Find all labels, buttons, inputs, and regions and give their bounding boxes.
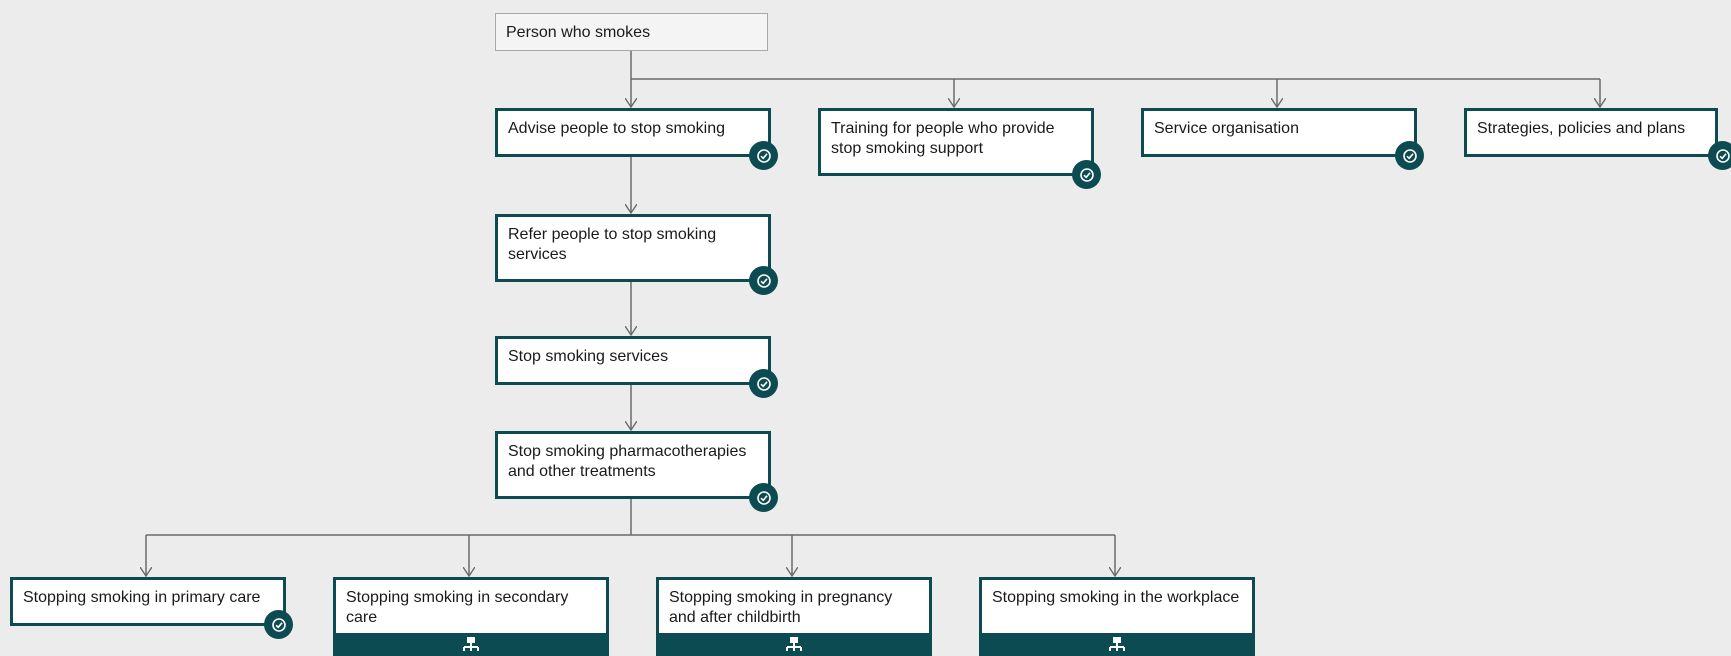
node-service-organisation[interactable]: Service organisation	[1141, 108, 1424, 170]
check-circle-icon	[749, 266, 778, 295]
expand-footer[interactable]	[333, 633, 609, 656]
node-training[interactable]: Training for people who provide stop smo…	[818, 108, 1101, 189]
node-pregnancy[interactable]: Stopping smoking in pregnancy and after …	[656, 577, 932, 656]
check-circle-icon	[1708, 141, 1731, 170]
check-circle-icon	[749, 369, 778, 398]
check-circle-icon	[749, 141, 778, 170]
node-secondary-care[interactable]: Stopping smoking in secondary care	[333, 577, 609, 656]
hierarchy-icon	[1106, 633, 1128, 656]
node-label: Stopping smoking in the workplace	[992, 589, 1240, 606]
node-label: Stopping smoking in pregnancy and after …	[669, 589, 893, 626]
check-circle-icon	[1072, 160, 1101, 189]
root-node[interactable]: Person who smokes	[495, 13, 768, 51]
node-refer-people[interactable]: Refer people to stop smoking services	[495, 214, 778, 295]
node-workplace[interactable]: Stopping smoking in the workplace	[979, 577, 1255, 656]
node-label: Stop smoking services	[508, 348, 669, 365]
node-stop-smoking-services[interactable]: Stop smoking services	[495, 336, 778, 398]
node-advise-people[interactable]: Advise people to stop smoking	[495, 108, 778, 170]
node-label: Strategies, policies and plans	[1477, 120, 1686, 137]
node-label: Service organisation	[1154, 120, 1299, 137]
node-label: Stop smoking pharmacotherapies and other…	[508, 443, 747, 480]
expand-footer[interactable]	[656, 633, 932, 656]
root-node-label: Person who smokes	[506, 24, 651, 41]
node-primary-care[interactable]: Stopping smoking in primary care	[10, 577, 293, 639]
hierarchy-icon	[460, 633, 482, 656]
check-circle-icon	[1395, 141, 1424, 170]
node-label: Training for people who provide stop smo…	[831, 120, 1055, 157]
node-label: Stopping smoking in primary care	[23, 589, 261, 606]
node-strategies[interactable]: Strategies, policies and plans	[1464, 108, 1731, 170]
node-label: Advise people to stop smoking	[508, 120, 726, 137]
check-circle-icon	[264, 610, 293, 639]
hierarchy-icon	[783, 633, 805, 656]
node-label: Stopping smoking in secondary care	[346, 589, 569, 626]
node-label: Refer people to stop smoking services	[508, 226, 717, 263]
expand-footer[interactable]	[979, 633, 1255, 656]
node-pharmacotherapies[interactable]: Stop smoking pharmacotherapies and other…	[495, 431, 778, 512]
check-circle-icon	[749, 483, 778, 512]
